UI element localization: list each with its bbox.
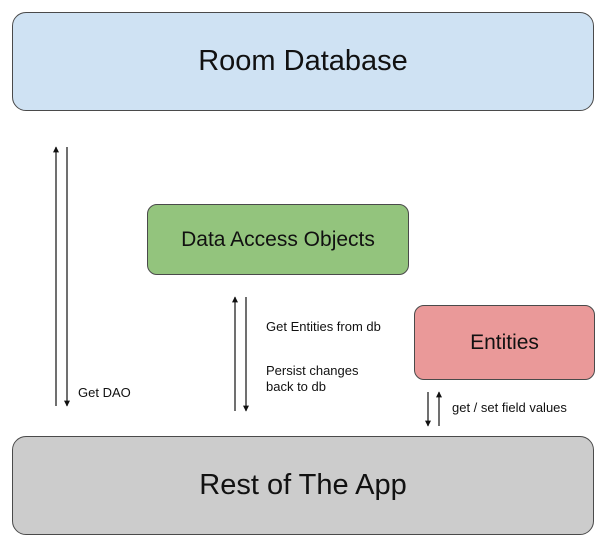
rest-of-app-box: Rest of The App <box>12 436 594 535</box>
entities-label: Entities <box>470 330 539 354</box>
rest-of-app-label: Rest of The App <box>199 469 407 501</box>
get-dao-label: Get DAO <box>78 385 131 400</box>
room-database-box: Room Database <box>12 12 594 111</box>
get-set-field-values-label: get / set field values <box>452 400 567 415</box>
persist-changes-label: Persist changes back to db <box>266 363 359 394</box>
room-database-label: Room Database <box>198 45 408 77</box>
data-access-objects-box: Data Access Objects <box>147 204 409 275</box>
data-access-objects-label: Data Access Objects <box>181 227 375 251</box>
get-entities-label: Get Entities from db <box>266 319 381 334</box>
entities-box: Entities <box>414 305 595 380</box>
